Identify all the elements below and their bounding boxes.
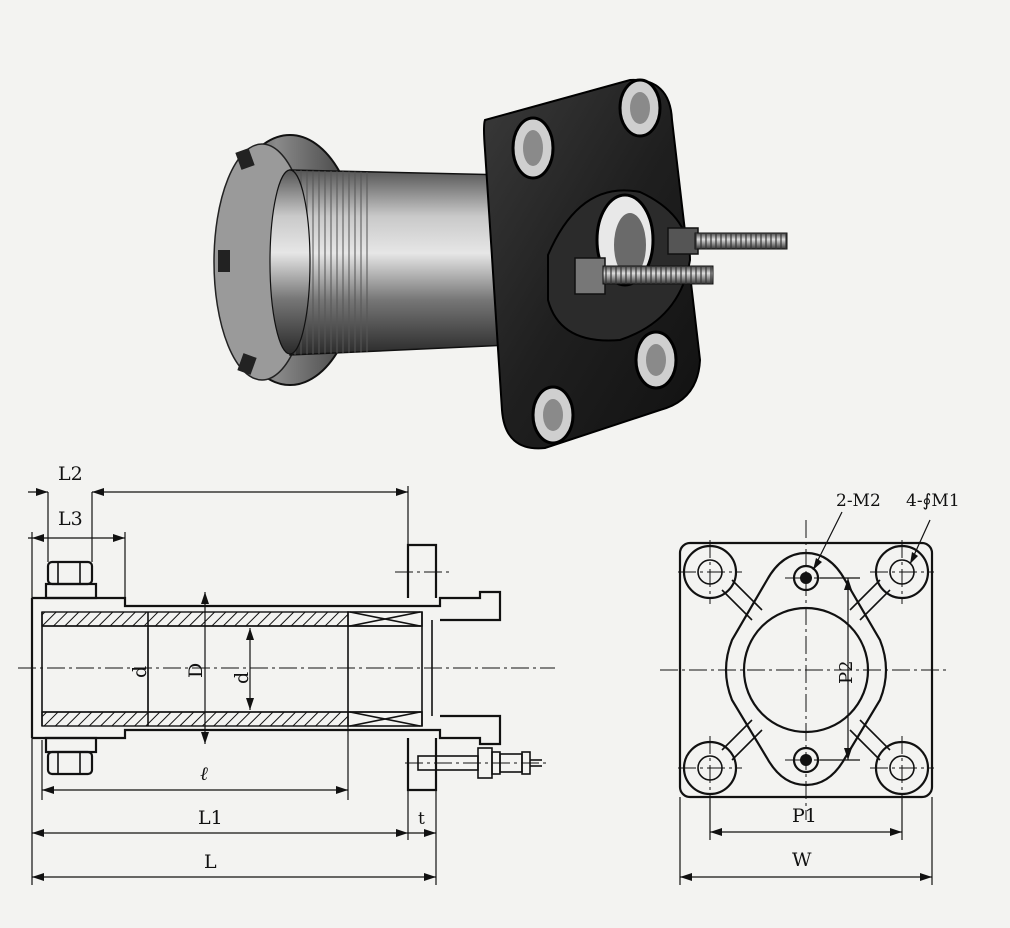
gland-diamond [724, 551, 888, 787]
front-view: 2-M2 4-∮M1 P2 P1 W [660, 491, 960, 885]
label-L3: L3 [58, 508, 83, 530]
side-section-view: L2 L3 d D d ℓ L1 t L [18, 463, 555, 885]
bore-circle [742, 606, 870, 734]
label-d-mid: d [231, 672, 253, 684]
label-2-M2: 2-M2 [836, 491, 881, 511]
corner-bolt-holes [678, 540, 934, 800]
label-L2: L2 [58, 463, 83, 485]
label-W: W [792, 849, 812, 871]
product-photo [213, 78, 788, 450]
label-L1: L1 [198, 807, 223, 829]
label-d-inner: d [129, 666, 151, 678]
label-P1: P1 [792, 805, 817, 827]
label-P2: P2 [836, 660, 857, 684]
label-L: L [204, 851, 217, 873]
sleeve-wall-bottom [41, 711, 349, 727]
label-ell: ℓ [200, 763, 208, 785]
label-t: t [418, 809, 425, 829]
label-4-M1: 4-∮M1 [906, 491, 960, 511]
sleeve-wall-top [41, 611, 349, 627]
label-D: D [185, 663, 207, 678]
